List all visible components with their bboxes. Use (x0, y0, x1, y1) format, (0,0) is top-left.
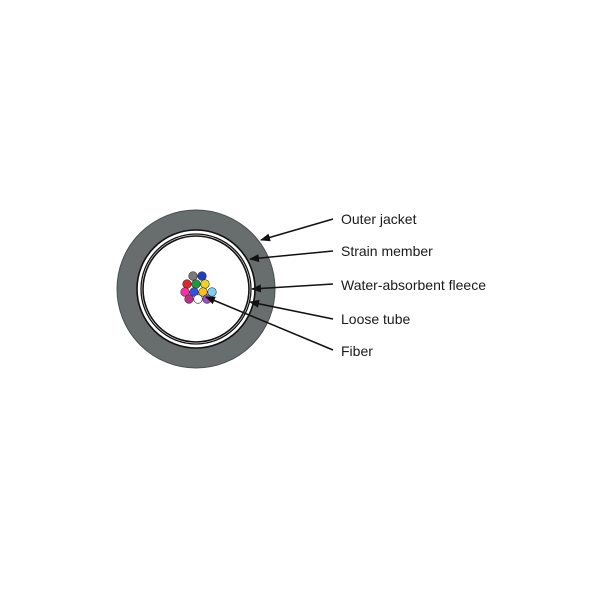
water-absorbent-fleece-ring (140, 233, 252, 345)
fiber-strand-2 (197, 271, 207, 281)
fiber-strand-11 (193, 294, 203, 304)
fiber-strand-6 (180, 287, 190, 297)
fiber-strand-3 (182, 279, 192, 289)
label-outer-jacket: Outer jacket (341, 211, 417, 227)
fiber-strand-8 (198, 287, 208, 297)
leader-line-strain-member (249, 250, 334, 263)
leader-line-loose-tube (249, 299, 334, 320)
fiber-strand-4 (191, 279, 201, 289)
fiber-strand-9 (207, 287, 217, 297)
leader-line-fiber (205, 296, 334, 351)
fiber-strand-1 (188, 271, 198, 281)
label-water-absorbent-fleece: Water-absorbent fleece (341, 277, 486, 293)
label-strain-member: Strain member (341, 243, 433, 259)
label-fiber: Fiber (341, 343, 373, 359)
fiber-strand-7 (189, 287, 199, 297)
label-loose-tube: Loose tube (341, 311, 411, 327)
fiber-strand-10 (184, 294, 194, 304)
fiber-strand-5 (200, 279, 210, 289)
leader-line-outer-jacket (260, 218, 334, 242)
leader-line-water-fleece (251, 283, 334, 293)
